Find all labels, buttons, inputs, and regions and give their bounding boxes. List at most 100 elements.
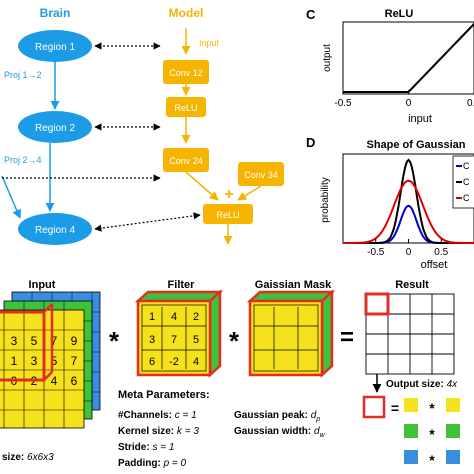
param-kernel: Kernel size: k = 3	[118, 426, 199, 437]
region-4-node: Region 4	[18, 213, 92, 245]
filter-cell: 4	[171, 311, 177, 323]
model-input-label: Input	[199, 38, 220, 48]
param-stride-label: Stride:	[118, 442, 152, 453]
relu-x-tick-label: 0	[406, 98, 412, 109]
region-1-label: Region 1	[35, 42, 75, 53]
filter-cell: -2	[169, 356, 179, 368]
expansion-star-1: *	[429, 400, 435, 416]
expansion-equals: =	[391, 400, 399, 416]
gaussian-series-3	[343, 179, 474, 244]
gaussian-x-tick-label: 0.5	[434, 247, 448, 258]
relu-block-1: ReLU	[166, 97, 206, 117]
correspondence-region4-relu	[94, 212, 201, 232]
result-expansion: = * * *	[362, 395, 460, 468]
multiply-symbol-1: *	[109, 326, 120, 356]
input-cell: 5	[31, 334, 38, 348]
input-cell: 3	[31, 354, 38, 368]
region-1-node: Region 1	[18, 30, 92, 62]
expansion-star-3: *	[429, 452, 435, 468]
input-cell: 7	[51, 334, 58, 348]
result-title: Result	[395, 279, 429, 291]
gaussian-x-tick-label: -0.5	[367, 247, 385, 258]
relu-1-label: ReLU	[174, 103, 197, 113]
param-padding-value: p = 0	[163, 458, 187, 469]
input-tensor: 3 5 7 9 1 3 5 7 0 2 4 6	[0, 291, 101, 429]
multiply-symbol-2: *	[229, 326, 240, 356]
gaussian-curve-group	[343, 158, 474, 244]
filter-cell: 5	[193, 334, 199, 346]
model-title: Model	[169, 6, 204, 20]
region-2-label: Region 2	[35, 123, 75, 134]
brain-title: Brain	[40, 6, 71, 20]
output-size-label: Output size:	[386, 379, 447, 390]
param-peak-value: d	[311, 410, 317, 421]
input-channel-yellow	[0, 309, 85, 429]
gaussian-chart-title: Shape of Gaussian	[366, 139, 465, 151]
panel-d-letter: D	[306, 135, 315, 150]
result-grid	[364, 292, 455, 375]
region-4-label: Region 4	[35, 225, 75, 236]
filter-cell: 3	[149, 334, 155, 346]
param-stride-value: s = 1	[152, 442, 174, 453]
filter-cell: 4	[193, 356, 199, 368]
param-padding-label: Padding:	[118, 458, 164, 469]
plus-sign: +	[224, 186, 233, 203]
input-cell: 3	[11, 334, 18, 348]
convolution-panel: Input Filter Gaissian Mask Result	[0, 279, 460, 469]
relu-chart-title: ReLU	[385, 8, 414, 20]
param-peak-label: Gaussian peak:	[234, 410, 311, 421]
legend-label-3: C	[463, 193, 470, 203]
relu-x-axis-label: input	[408, 113, 432, 125]
filter-cell: 1	[149, 311, 155, 323]
relu-y-axis-label: output	[322, 44, 333, 72]
relu-x-tick-label: 0.5	[467, 98, 474, 109]
expansion-star-2: *	[429, 426, 435, 442]
param-width-value: d	[314, 426, 320, 437]
param-stride: Stride: s = 1	[118, 442, 174, 453]
param-kernel-value: k = 3	[177, 426, 199, 437]
relu-series-line	[343, 23, 474, 93]
legend-label-2: C	[463, 177, 470, 187]
relu-plot-frame	[342, 21, 474, 95]
gaussian-series-1	[343, 204, 474, 244]
projection-1-2-label: Proj 1→2	[4, 70, 42, 80]
conv-24-label: Conv 24	[169, 156, 203, 166]
model-arrow-conv24-relu	[185, 171, 219, 201]
param-channels: #Channels: c = 1	[118, 410, 197, 421]
brain-model-panel: Brain Model Region 1 Region 2 Region 4 P…	[1, 6, 284, 245]
param-peak-sub: p	[315, 416, 320, 423]
conv-12-block: Conv 12	[163, 60, 209, 84]
gaussian-legend: C C C	[452, 155, 474, 209]
gaussian-mask	[246, 289, 336, 378]
filter-cell: 7	[171, 334, 177, 346]
input-size-value: 6x6x3	[27, 452, 54, 463]
param-width-sub: w	[320, 432, 326, 439]
input-cell: 9	[71, 334, 78, 348]
gaussian-x-tick-label: 0	[406, 247, 412, 258]
input-cell: 7	[71, 354, 78, 368]
conv-12-label: Conv 12	[169, 68, 203, 78]
projection-2-4-label: Proj 2→4	[4, 155, 42, 165]
input-title: Input	[29, 279, 56, 291]
filter-title: Filter	[168, 279, 196, 291]
param-gaussian-peak: Gaussian peak: dp	[234, 410, 320, 423]
gaussian-tick-group: -0.5 0 0.5	[367, 239, 449, 258]
input-cell: 4	[51, 374, 58, 388]
gaussian-x-axis-label: offset	[421, 259, 448, 271]
filter-cell: 2	[193, 311, 199, 323]
param-gaussian-width: Gaussian width: dw	[234, 426, 326, 439]
output-size-value: 4x	[447, 379, 459, 390]
meta-parameters-title: Meta Parameters:	[118, 389, 210, 401]
legend-label-1: C	[463, 161, 470, 171]
input-size-text: size: 6x6x3	[2, 452, 54, 463]
input-cell: 1	[11, 354, 18, 368]
param-channels-label: #Channels:	[118, 410, 175, 421]
receptive-field-highlight	[0, 310, 46, 382]
relu-x-tick-label: -0.5	[334, 98, 352, 109]
output-size-text: Output size: 4x	[386, 379, 458, 390]
relu-chart: C ReLU -0.500.5 output input	[306, 7, 474, 125]
input-cell: 5	[51, 354, 58, 368]
model-arrow-conv34-relu	[237, 185, 262, 201]
